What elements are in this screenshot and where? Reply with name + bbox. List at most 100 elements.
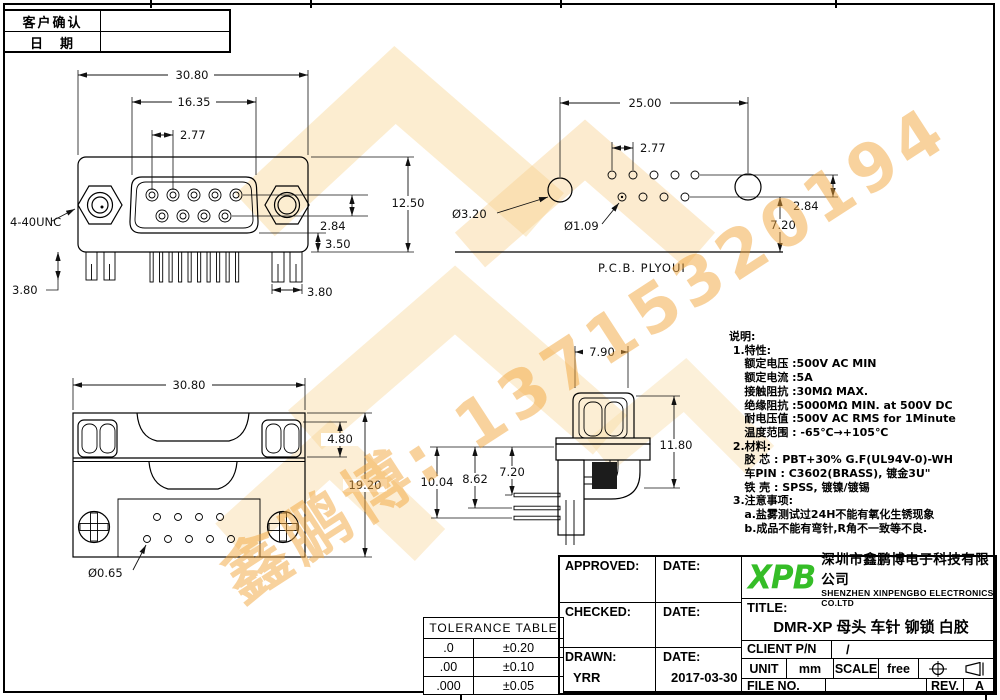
file-no-row: FILE NO. REV. A [742,679,995,693]
unit-value: mm [787,659,834,678]
frame-tick [460,692,462,700]
front-view: 30.80 16.35 2.77 12.50 2.84 3.50 3.80 3.… [10,68,429,299]
frame-tick [835,0,837,8]
dim-mount-hole: Ø3.20 [452,207,487,221]
dim-overall-width: 30.80 [173,378,206,392]
drawn-date-cell: DATE: 2017-03-30 [656,648,741,693]
drawing-title-cell: TITLE: DMR-XP 母头 车针 铆锁 白胶 [742,599,995,641]
note-line: 铁 壳 : SPSS, 镀镍/镀锡 [729,480,870,494]
note-line: 耐电压值 :500V AC RMS for 1Minute [729,412,956,426]
insulator-hatch [592,462,617,489]
dim-pin-pitch: 2.77 [180,128,206,142]
note-line: 2.材料: [729,439,772,453]
mount-hole-left [547,177,573,203]
dim-total-height: 19.20 [349,478,382,492]
note-line: 额定电压 :500V AC MIN [729,357,877,371]
note-line: 3.注意事项: [729,494,794,508]
xpb-logo: XPB [748,558,816,597]
title-label: TITLE: [747,600,788,615]
dim-shell-drop: 3.50 [325,237,351,251]
table-row: 客户确认 [5,11,229,31]
rev-label: REV. [927,679,964,693]
bent-pin [513,515,561,521]
approved-date-label: DATE: [663,559,701,573]
tolerance-table: TOLERANCE TABLE .0 ±0.20 .00 ±0.10 .000 … [423,617,564,695]
screw-head-right [266,510,300,544]
tolerance-value: ±0.20 [502,641,535,655]
jack-screw-left [77,185,123,225]
drawn-label: DRAWN: [565,650,617,665]
unit-label: UNIT [742,659,787,678]
title-block: APPROVED: DATE: CHECKED: DATE: DRAWN: YR… [558,552,997,695]
dim-height: 11.80 [660,438,693,452]
drawing-title: DMR-XP 母头 车针 铆锁 白胶 [773,619,969,636]
note-line: 温度范围 : -65℃→+105℃ [729,425,889,439]
scale-label: SCALE [834,659,879,678]
dim-pin-pitch: 2.77 [640,141,666,155]
flange-top [555,437,651,445]
scale-value: free [879,659,919,678]
tolerance-value: ±0.05 [502,679,535,693]
drawn-row: DRAWN: YRR DATE: 2017-03-30 [560,647,741,694]
checked-date-label: DATE: [663,604,701,619]
file-no-label: FILE NO. [742,679,826,693]
hex-nut-right [261,419,302,458]
dim-shell-width: 16.35 [178,95,211,109]
bent-pin [513,492,561,498]
drawn-cell: DRAWN: YRR [560,648,656,694]
tolerance-digits: .000 [424,677,474,695]
frame-tick [560,0,562,8]
note-line: 额定电流 :5A [729,371,813,385]
frame-tick [150,0,152,8]
drawn-value: YRR [573,670,601,686]
rev-value: A [974,679,985,693]
shell-bottom-profile [148,461,238,490]
title-block-signatures: APPROVED: DATE: CHECKED: DATE: DRAWN: YR… [560,557,742,694]
client-pn-label: CLIENT P/N [742,640,832,659]
body-outline [584,460,641,500]
tolerance-table-title: TOLERANCE TABLE [424,618,563,639]
note-line: 1.特性: [729,343,772,357]
dim-row-offset: 2.84 [320,219,346,233]
frame-tick [310,0,312,8]
datum-target-icon [928,660,947,677]
approved-row: APPROVED: DATE: [560,557,741,602]
table-row: 日 期 [5,31,229,52]
solder-pins [85,251,303,283]
dim-pin1: 10.04 [421,475,454,489]
dim-overall-width: 30.80 [176,68,209,82]
unit-scale-row: UNIT mm SCALE free [742,659,995,679]
mount-hole-right [734,173,762,201]
company-name-en: SHENZHEN XINPENGBO ELECTRONICS CO.LTD [821,587,994,608]
dim-pin3: 7.20 [499,465,525,479]
dim-pin-hole: Ø0.65 [88,566,123,580]
spec-notes: 说明: 1.特性: 额定电压 :500V AC MIN 额定电流 :5A 接触阻… [729,330,997,536]
socket-holes [145,188,243,223]
file-no-value [826,679,927,693]
table-row: .00 ±0.10 [424,657,563,676]
date-value-cell [101,32,229,52]
bottom-view: 30.80 4.80 19.20 Ø0.65 [72,378,387,580]
pcb-caption: P.C.B. PLYOUI [598,261,686,275]
tolerance-digits: .0 [424,639,474,657]
thread-label: 4-40UNC [10,215,61,229]
tolerance-value: ±0.10 [502,660,535,674]
pcb-layout-view: 25.00 2.77 Ø3.20 Ø1.09 2.84 7.20 P.C.B. … [452,96,838,275]
dim-edge: 7.20 [770,218,796,232]
dim-leg-length: 3.80 [12,283,38,297]
side-view: 7.90 11.80 7.20 8.62 10.04 [417,345,697,545]
dim-pin-hole: Ø1.09 [564,219,599,233]
note-line: a.盐雾测试过24H不能有氧化生锈现象 [729,508,935,522]
checked-row: CHECKED: DATE: [560,601,741,648]
drawn-date-value: 2017-03-30 [671,670,738,686]
dim-mount-span: 25.00 [629,96,662,110]
note-line: b.成品不能有弯针,R角不一致等不良. [729,521,928,535]
note-line: 接触阻抗 :30MΩ MAX. [729,384,869,398]
drawn-date-label: DATE: [663,650,701,665]
dim-height: 12.50 [392,196,425,210]
pin-holes [607,170,700,202]
client-pn-value: / [846,641,850,657]
dim-nut-width: 7.90 [589,345,615,359]
dim-leg-span: 3.80 [307,285,333,299]
confirm-value-cell [101,11,229,31]
